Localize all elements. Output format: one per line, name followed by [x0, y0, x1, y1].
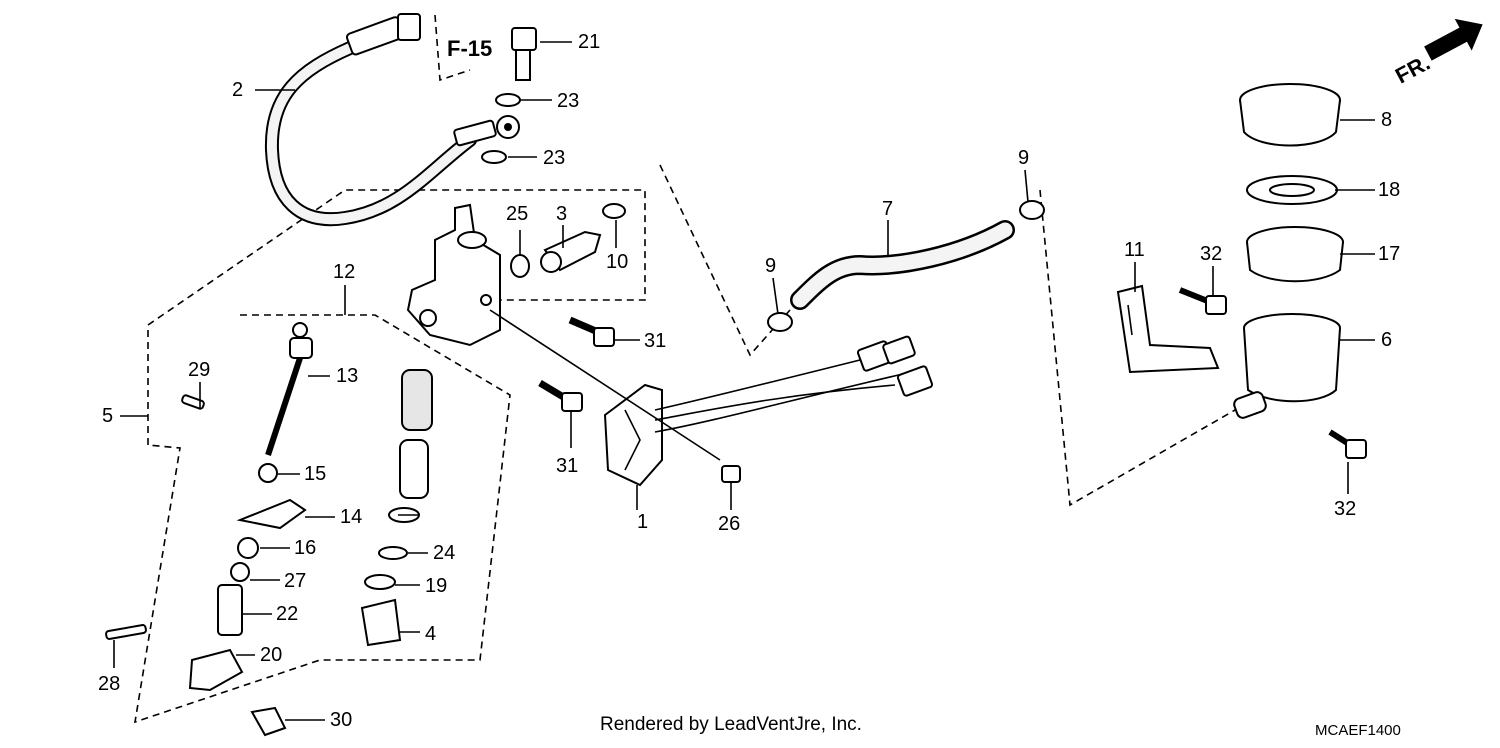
callout-17[interactable]: 17	[1378, 243, 1400, 265]
hose-clamp-leader-outline	[659, 164, 791, 357]
push-rod-part	[265, 322, 313, 456]
mounting-bolt-lower	[538, 379, 583, 412]
callout-25[interactable]: 25	[506, 203, 528, 225]
switch-screw-leader	[489, 309, 721, 461]
callout-29[interactable]: 29	[188, 359, 210, 381]
callout-leaders	[113, 41, 1375, 721]
reservoir-cap-part	[1239, 83, 1341, 147]
callout-32-lower[interactable]: 32	[1334, 498, 1356, 520]
ref-f15-leader	[434, 14, 471, 82]
sealing-washer-lower	[481, 150, 507, 164]
callout-9-upper[interactable]: 9	[1018, 147, 1029, 169]
diaphragm-part	[1246, 226, 1344, 283]
hose-clamp-upper	[1019, 200, 1045, 220]
hose-clip-part	[602, 203, 626, 219]
callout-6[interactable]: 6	[1381, 329, 1392, 351]
pin-part	[105, 624, 147, 640]
callout-28[interactable]: 28	[98, 673, 120, 695]
piston-kit-group-outline	[133, 314, 511, 724]
cotter-pin-part	[181, 394, 205, 410]
callout-26[interactable]: 26	[718, 513, 740, 535]
joint-nut-part	[237, 537, 259, 559]
callout-30[interactable]: 30	[330, 709, 352, 731]
circlip-part	[378, 546, 408, 560]
callout-14[interactable]: 14	[340, 506, 362, 528]
switch-screw-part	[721, 465, 741, 483]
callout-16[interactable]: 16	[294, 537, 316, 559]
push-rod-joint-part	[217, 584, 243, 636]
hose-clamp-lower	[767, 312, 793, 332]
callout-13[interactable]: 13	[336, 365, 358, 387]
callout-31-upper[interactable]: 31	[644, 330, 666, 352]
brake-hose-part	[264, 13, 520, 227]
stopper-ring-part	[364, 574, 396, 590]
reservoir-stay-part	[1116, 284, 1220, 374]
master-cylinder-group-outline	[147, 189, 646, 445]
stop-switch-part	[603, 335, 934, 487]
piston-part	[399, 439, 429, 499]
callout-18[interactable]: 18	[1378, 179, 1400, 201]
callout-7[interactable]: 7	[882, 198, 893, 220]
banjo-bolt-part	[511, 27, 537, 81]
callout-11[interactable]: 11	[1124, 239, 1145, 261]
callout-32-upper[interactable]: 32	[1200, 243, 1222, 265]
clevis-part	[188, 648, 244, 692]
spring-part	[401, 369, 433, 431]
diaphragm-plate-part	[1246, 175, 1338, 205]
assembly-outlines	[133, 14, 1236, 724]
callout-20[interactable]: 20	[260, 644, 282, 666]
callout-5[interactable]: 5	[102, 405, 113, 427]
front-marker-label: FR.	[1391, 50, 1434, 89]
callout-23-upper[interactable]: 23	[557, 90, 579, 112]
callout-3[interactable]: 3	[556, 203, 567, 225]
callout-23-lower[interactable]: 23	[543, 147, 565, 169]
footer-credit: Rendered by LeadVentJre, Inc.	[600, 714, 862, 735]
stay-bolt-part	[1178, 287, 1227, 315]
adjust-nut-part	[230, 562, 250, 582]
callout-21[interactable]: 21	[578, 31, 600, 53]
mounting-bolt-upper	[568, 316, 615, 347]
reservoir-group-outline	[1039, 189, 1236, 507]
master-cylinder-body-part	[406, 203, 501, 347]
reservoir-tank-part	[1233, 313, 1341, 419]
diagram-code: MCAEF1400	[1315, 722, 1401, 739]
callout-2[interactable]: 2	[232, 79, 243, 101]
callout-1[interactable]: 1	[637, 511, 648, 533]
callout-12[interactable]: 12	[333, 261, 355, 283]
tank-bolt-part	[1328, 429, 1367, 459]
reference-label[interactable]: F-15	[447, 36, 492, 61]
joint-o-ring-part	[510, 254, 530, 278]
callout-19[interactable]: 19	[425, 575, 447, 597]
callout-9-lower[interactable]: 9	[765, 255, 776, 277]
clevis-pin-part	[250, 706, 287, 737]
front-arrow-icon	[1424, 18, 1483, 61]
boot-part	[360, 598, 402, 647]
callout-15[interactable]: 15	[304, 463, 326, 485]
callout-4[interactable]: 4	[425, 623, 436, 645]
reservoir-hose-part	[790, 220, 1015, 310]
callout-22[interactable]: 22	[276, 603, 298, 625]
hose-joint-part	[540, 230, 602, 273]
callout-27[interactable]: 27	[284, 570, 306, 592]
callout-8[interactable]: 8	[1381, 109, 1392, 131]
rod-plate-part	[236, 498, 307, 530]
callout-24[interactable]: 24	[433, 542, 455, 564]
lock-nut-part	[258, 463, 278, 483]
callout-10[interactable]: 10	[606, 251, 628, 273]
sealing-washer-upper	[495, 93, 521, 107]
callout-31-lower[interactable]: 31	[556, 455, 578, 477]
